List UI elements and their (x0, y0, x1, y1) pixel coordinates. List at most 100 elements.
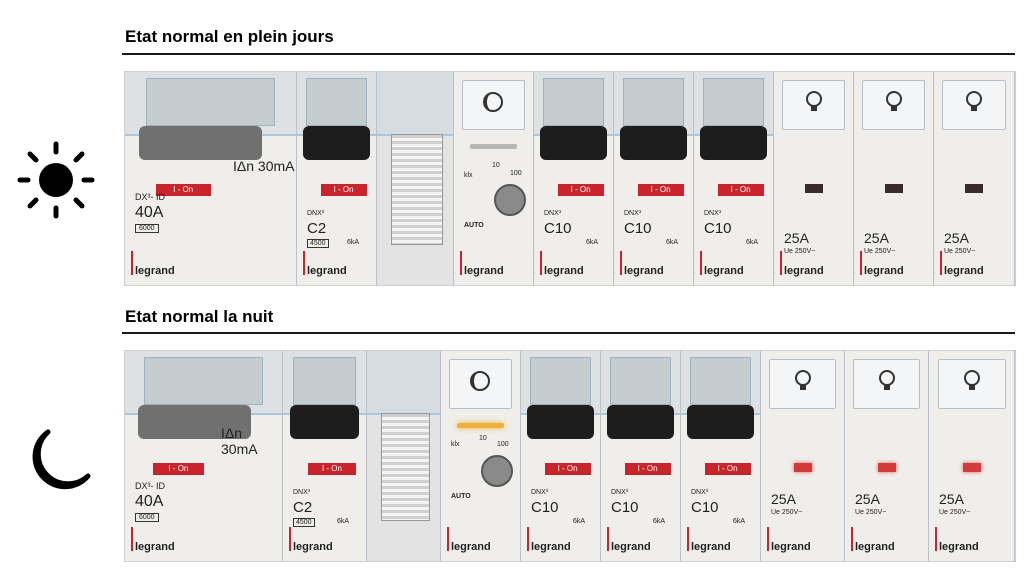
c10-toggle (700, 126, 767, 160)
c10-brand: legrand (700, 251, 744, 277)
c10-state: I - On (544, 463, 591, 475)
lamp-cap (942, 80, 1006, 130)
twilight-cap (461, 80, 526, 130)
twilight-cap (448, 359, 513, 409)
c2-rating: C2 (293, 499, 313, 516)
c10-rating: C10 (611, 499, 639, 516)
c10-rating: C10 (624, 220, 652, 237)
c2-toggle (303, 126, 370, 160)
c10-ka: 6kA (653, 518, 666, 525)
c10-state: I - On (624, 463, 671, 475)
contactor-brand: legrand (940, 251, 984, 277)
c2-rating: C2 (307, 220, 327, 237)
contactor-brand: legrand (935, 527, 979, 553)
c2-type: DNX³ (307, 210, 325, 217)
differential-breaker: I - On IΔn 30mA DX³- ID 40A 6000 legrand (125, 351, 283, 561)
c10-brand: legrand (687, 527, 731, 553)
contactor-rating: 25A (855, 491, 880, 507)
contactor-rating: 25A (784, 230, 809, 246)
contactor-brand: legrand (780, 251, 824, 277)
contactor-volt: Ue 250V~ (864, 248, 896, 255)
breaker-c10-3: I - On DNX³ C10 6kA legrand (681, 351, 761, 561)
contactor-indicator (877, 463, 896, 472)
c10-toggle (540, 126, 607, 160)
c10-brand: legrand (540, 251, 584, 277)
night-panel-photo: I - On IΔn 30mA DX³- ID 40A 6000 legrand… (124, 350, 1016, 562)
contactor-2: 25A Ue 250V~ legrand (845, 351, 929, 561)
c10-ka: 6kA (573, 518, 586, 525)
breaker-c2: I - On DNX³ C2 4500 6kA legrand (283, 351, 367, 561)
contactor-volt: Ue 250V~ (784, 248, 816, 255)
c10-rating: C10 (691, 499, 719, 516)
diff-toggle (138, 126, 262, 160)
diff-rating: 40A (135, 493, 164, 510)
breaker-c2: I - On DNX³ C2 4500 6kA legrand (297, 72, 377, 285)
c10-state: I - On (704, 463, 751, 475)
twilight-scale-100: 100 (510, 170, 522, 177)
contactor-volt: Ue 250V~ (944, 248, 976, 255)
timer-module (377, 72, 454, 285)
diff-type: DX³- ID (135, 481, 165, 491)
light-bulb-icon (805, 91, 822, 111)
contactor-volt: Ue 250V~ (939, 509, 971, 516)
contactor-3: 25A Ue 250V~ legrand (934, 72, 1015, 285)
contactor-indicator (884, 184, 903, 193)
light-bulb-icon (966, 91, 982, 111)
twilight-brand: legrand (460, 251, 504, 277)
c2-code: 4500 (293, 518, 315, 527)
c10-brand: legrand (527, 527, 571, 553)
c10-rating: C10 (531, 499, 559, 516)
c10-toggle (607, 405, 674, 439)
contactor-brand: legrand (851, 527, 895, 553)
twilight-auto: AUTO (464, 222, 484, 229)
c10-type: DNX³ (531, 489, 549, 496)
diff-sensitivity: IΔn 30mA (233, 158, 295, 174)
contactor-rating: 25A (864, 230, 889, 246)
sun-moon-icon (469, 371, 490, 391)
day-section: Etat normal en plein jours I - On IΔn 30… (14, 27, 1016, 286)
c2-ka: 6kA (347, 239, 360, 246)
c2-code: 4500 (307, 239, 329, 248)
lux-dial (494, 184, 526, 216)
c10-type: DNX³ (704, 210, 722, 217)
twilight-switch: klx 10 100 AUTO legrand (441, 351, 521, 561)
c2-toggle (289, 405, 360, 439)
c10-brand: legrand (607, 527, 651, 553)
contactor-volt: Ue 250V~ (855, 509, 887, 516)
c10-type: DNX³ (611, 489, 629, 496)
day-heading: Etat normal en plein jours (125, 27, 334, 46)
timer-drum (391, 134, 443, 245)
diff-brand: legrand (131, 527, 175, 553)
lamp-cap (853, 359, 920, 409)
twilight-unit: klx (464, 172, 473, 179)
contactor-volt: Ue 250V~ (771, 509, 803, 516)
diff-brand: legrand (131, 251, 175, 277)
lamp-cap (861, 80, 926, 130)
night-heading: Etat normal la nuit (125, 307, 274, 326)
twilight-unit: klx (451, 441, 460, 448)
c10-toggle (527, 405, 594, 439)
c2-ka: 6kA (337, 518, 350, 525)
diff-toggle (137, 405, 251, 439)
contactor-indicator (962, 463, 981, 472)
contactor-indicator (804, 184, 823, 193)
twilight-switch: klx 10 100 AUTO legrand (454, 72, 534, 285)
lamp-cap (781, 80, 846, 130)
sun-icon (14, 138, 98, 222)
contactor-indicator (793, 463, 812, 472)
contactor-brand: legrand (767, 527, 811, 553)
twilight-led (470, 144, 517, 149)
c10-type: DNX³ (544, 210, 562, 217)
contactor-rating: 25A (944, 230, 969, 246)
breaker-c10-3: I - On DNX³ C10 6kA legrand (694, 72, 774, 285)
diff-state: I - On (155, 184, 211, 196)
c2-state: I - On (320, 184, 367, 196)
day-panel-photo: I - On IΔn 30mA DX³- ID 40A 6000 legrand… (124, 71, 1016, 286)
timer-module (367, 351, 441, 561)
c10-state: I - On (717, 184, 764, 196)
c10-rating: C10 (704, 220, 732, 237)
light-bulb-icon (878, 370, 895, 390)
lux-dial (481, 455, 513, 487)
night-divider (122, 332, 1015, 334)
sun-moon-icon (482, 92, 503, 112)
